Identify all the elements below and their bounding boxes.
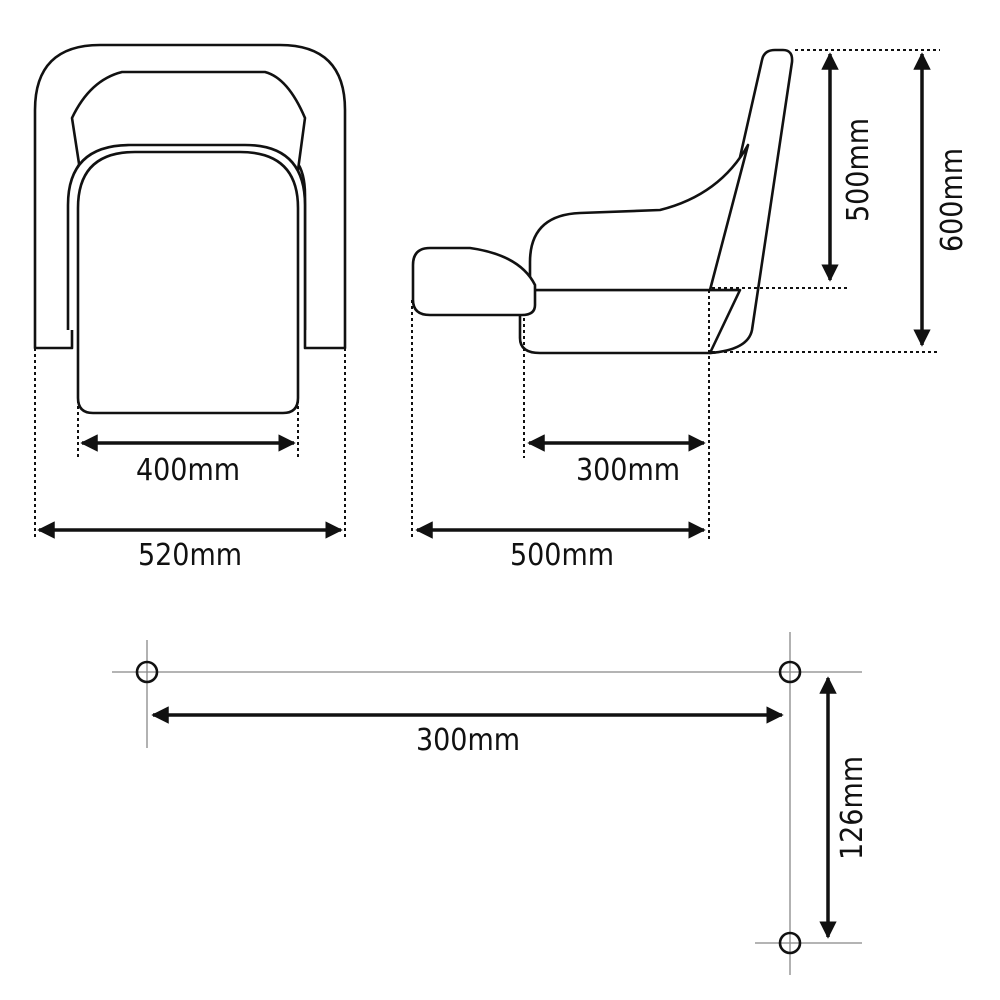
label-front-outer-width: 520mm	[138, 538, 242, 573]
label-side-seat-depth: 300mm	[576, 453, 680, 488]
label-hole-spacing-x: 300mm	[416, 723, 520, 758]
seat-cushion	[76, 150, 300, 415]
label-front-inner-width: 400mm	[136, 453, 240, 488]
label-side-total-height: 600mm	[935, 148, 970, 252]
mounting-hole	[778, 931, 802, 955]
side-backrest	[708, 48, 794, 355]
mounting-hole	[135, 660, 159, 684]
mounting-hole-pattern: 300mm 126mm	[112, 632, 870, 975]
mounting-hole	[778, 660, 802, 684]
front-view: 400mm 520mm	[33, 43, 347, 573]
side-view: 300mm 500mm 500mm 600mm	[411, 48, 970, 573]
label-hole-spacing-y: 126mm	[835, 756, 870, 860]
label-side-back-height: 500mm	[841, 118, 876, 222]
label-side-total-depth: 500mm	[510, 538, 614, 573]
front-cushion	[411, 246, 537, 317]
side-seat-cushion	[528, 143, 750, 292]
